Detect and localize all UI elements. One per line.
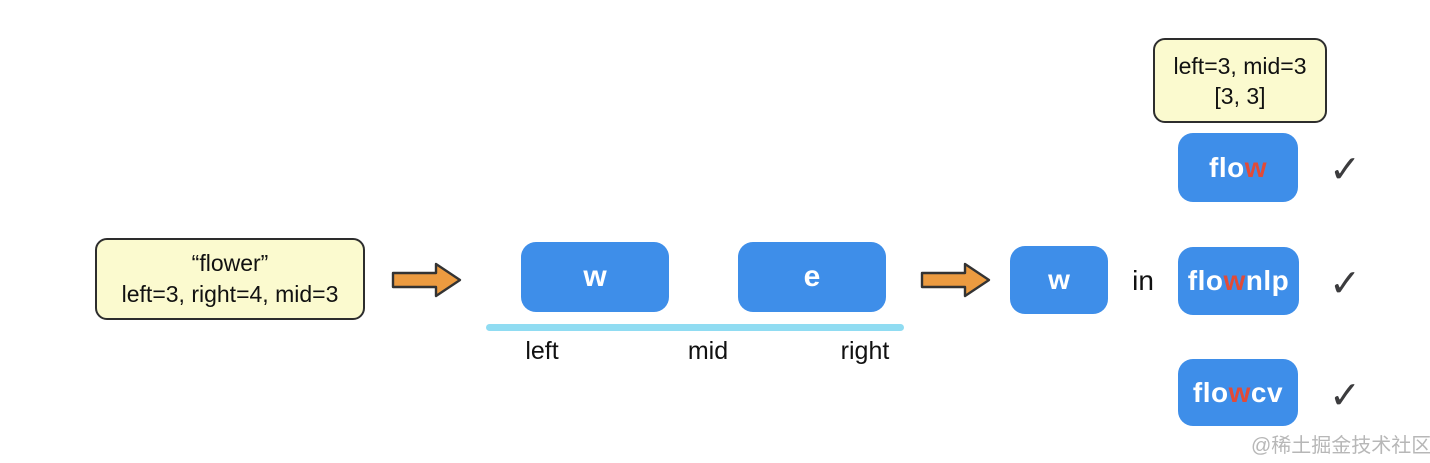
search-range-line: [486, 324, 904, 331]
word-flowcv-label: flowcv: [1192, 376, 1284, 408]
word-flow-label: flow: [1209, 151, 1267, 183]
query-char-box: w: [1010, 246, 1108, 314]
arrow-right-icon: [391, 262, 462, 298]
pointer-label-mid: mid: [687, 337, 729, 365]
word-box-flowcv: flowcv: [1178, 359, 1298, 426]
state-note: “flower” left=3, right=4, mid=3: [95, 238, 365, 320]
pointer-label-left: left: [525, 337, 559, 365]
arrow-right-icon: [920, 262, 991, 298]
watermark: @稀土掘金技术社区: [1251, 435, 1430, 457]
word-box-flow: flow: [1178, 133, 1298, 202]
state-note-word: “flower”: [191, 250, 269, 276]
result-note: left=3, mid=3 [3, 3]: [1153, 38, 1327, 123]
highlighted-char: w: [1244, 151, 1267, 183]
highlighted-char: w: [1223, 265, 1246, 296]
checkmark-icon: ✓: [1329, 263, 1361, 305]
word-box-flownlp: flownlp: [1178, 247, 1299, 315]
highlighted-char: w: [1228, 376, 1251, 408]
in-operator-label: in: [1132, 265, 1154, 296]
result-note-pointers: left=3, mid=3: [1173, 52, 1307, 79]
char-box-e-label: e: [803, 260, 821, 293]
pointer-label-right: right: [840, 337, 890, 365]
char-box-e: e: [738, 242, 886, 312]
checkmark-icon: ✓: [1329, 375, 1361, 417]
char-box-w-label: w: [583, 260, 607, 293]
result-note-range: [3, 3]: [1214, 82, 1266, 109]
char-box-w: w: [521, 242, 669, 312]
checkmark-icon: ✓: [1329, 149, 1361, 191]
query-char-label: w: [1048, 264, 1070, 295]
word-flownlp-label: flownlp: [1187, 265, 1290, 296]
state-note-pointers: left=3, right=4, mid=3: [121, 281, 339, 307]
